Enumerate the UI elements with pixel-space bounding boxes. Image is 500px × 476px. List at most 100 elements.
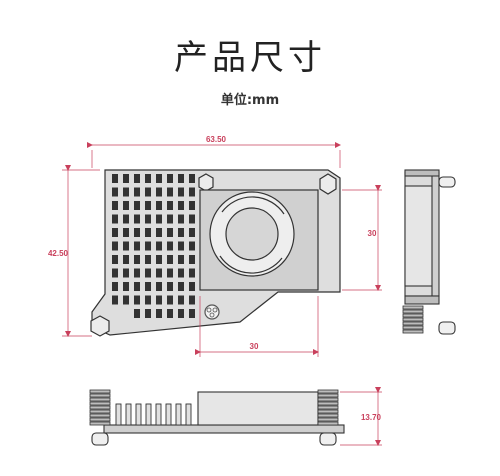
fin-slot [112,282,118,291]
dim-height-label: 42.50 [48,249,69,258]
front-fin [175,403,182,426]
spring-coil [317,421,339,426]
fin-slot [156,268,162,278]
spring-coil [402,317,424,322]
front-fin [155,403,162,426]
fin-slot [189,282,195,291]
spring-coil [317,389,339,394]
spring-coil [89,417,111,422]
fin-slot [145,174,151,183]
spring-coil [402,305,424,310]
mount-hex-top-right [319,173,337,195]
dim-fan-width-label: 30 [250,342,259,351]
fin-slot [134,174,140,183]
fin-slot [189,228,195,237]
fin-slot [178,241,184,251]
spring-coil [89,405,111,410]
fin-slot [134,241,140,251]
fin-slot [178,187,184,197]
fin-slot [123,201,129,210]
fin-slot [145,255,151,264]
fin-slot [189,201,195,210]
fin-slot [112,174,118,183]
fin-slot [123,295,129,305]
fin-slot [167,241,173,251]
fan-blade-arc [221,196,285,215]
front-pin-right [319,432,337,446]
fin-slot [178,295,184,305]
front-fin [115,403,122,426]
fin-slot [156,282,162,291]
fin-slot [156,201,162,210]
fin-slot [123,187,129,197]
mount-hex-top-left [198,173,214,192]
fin-slot [189,268,195,278]
fin-slot [134,255,140,264]
spring-coil [89,421,111,426]
spring-coil [317,413,339,418]
fin-slot [112,187,118,197]
fin-slot [178,228,184,237]
fin-slot [112,201,118,210]
front-fan-body [197,391,319,426]
heatsink-fin-grid [112,174,195,318]
fin-slot [156,214,162,224]
fin-slot [178,255,184,264]
fin-slot [145,282,151,291]
fin-slot [134,295,140,305]
spring-coil [89,397,111,402]
front-pin-left [91,432,109,446]
side-standoff-top [438,176,456,188]
spring-coil [317,401,339,406]
fin-slot [156,174,162,183]
fin-slot [134,268,140,278]
fin-slot [123,268,129,278]
fin-slot [167,255,173,264]
spring-coil [402,309,424,314]
fin-slot [123,241,129,251]
spring-coil [402,325,424,330]
fin-slot [123,174,129,183]
front-fins [115,403,192,426]
fin-slot [167,187,173,197]
front-view-dimensions [340,387,382,446]
fin-slot [156,228,162,237]
top-view-dimensions [62,142,382,357]
fin-slot [167,268,173,278]
fin-slot [178,268,184,278]
fin-slot [112,295,118,305]
fin-slot [189,255,195,264]
fin-slot [167,282,173,291]
spring-coil [402,329,424,334]
front-springs [89,389,339,426]
fin-slot [156,295,162,305]
fin-slot [123,228,129,237]
fin-slot [178,282,184,291]
fin-slot [156,309,162,318]
fin-slot [189,214,195,224]
fin-slot [134,309,140,318]
spring-coil [317,393,339,398]
spring-coil [89,393,111,398]
spring-coil [89,413,111,418]
fin-slot [178,174,184,183]
spring-coil [89,389,111,394]
fin-slot [189,309,195,318]
front-fin [145,403,152,426]
spring-coil [317,397,339,402]
fin-slot [189,295,195,305]
fin-slot [123,255,129,264]
fin-slot [145,268,151,278]
front-fin [135,403,142,426]
fin-slot [189,241,195,251]
fin-slot [134,187,140,197]
front-fin [125,403,132,426]
fin-slot [112,255,118,264]
front-view [91,391,345,446]
side-view [404,169,456,335]
fin-slot [112,241,118,251]
fin-slot [145,187,151,197]
fin-slot [178,309,184,318]
side-bottom-cap [404,295,440,305]
